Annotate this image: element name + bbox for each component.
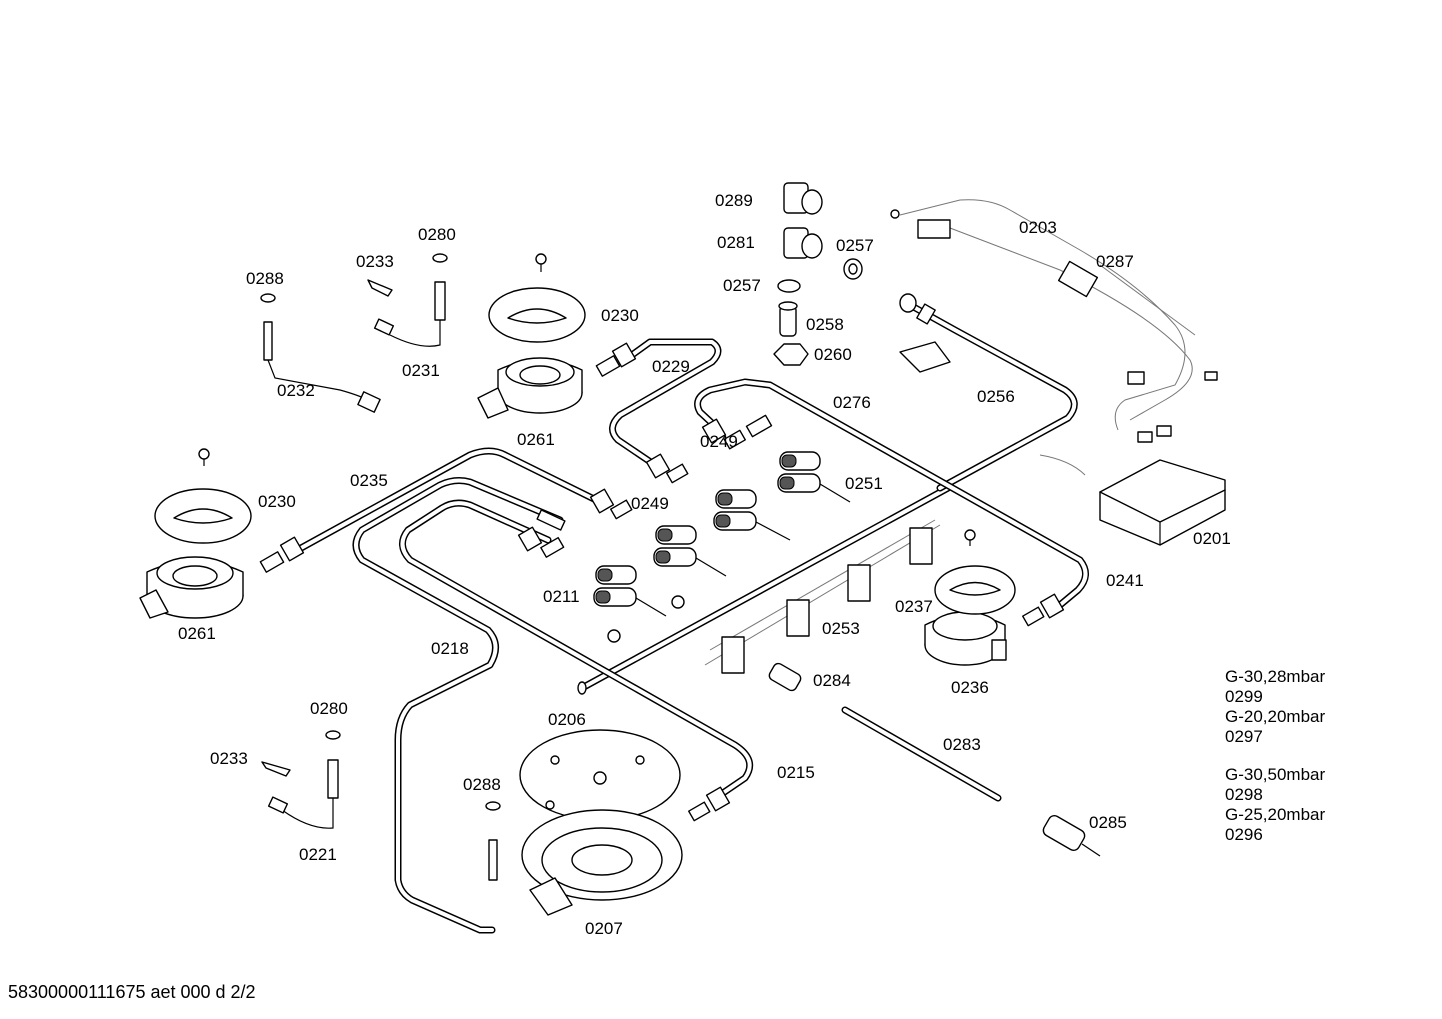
part-label-0260: 0260 [814,345,852,364]
wiring-harness-0203 [890,199,1218,476]
ignition-module-0201 [1099,459,1226,546]
burner-cap-0206 [519,729,681,821]
part-label-0289: 0289 [715,191,753,210]
ignition-electrode-0221 [261,730,341,829]
legend-code-0298: 0298 [1225,785,1263,804]
part-0284 [768,662,802,692]
part-label-0287: 0287 [1096,252,1134,271]
document-footer-id: 58300000111675 aet 000 d 2/2 [8,982,256,1002]
part-label-0284: 0284 [813,671,851,690]
part-label-0276: 0276 [833,393,871,412]
part-label-0257-a: 0257 [836,236,874,255]
part-label-0283: 0283 [943,735,981,754]
inlet-fittings [773,182,863,366]
gas-valve-row [593,451,851,643]
part-label-0230-top: 0230 [601,306,639,325]
gas-pipe-0276-loop [694,378,1089,627]
part-label-0256: 0256 [977,387,1015,406]
part-label-0218: 0218 [431,639,469,658]
part-label-0231: 0231 [402,361,440,380]
part-label-0261-left: 0261 [178,624,216,643]
part-label-0261-top: 0261 [517,430,555,449]
burner-cup-0261-top [477,357,583,419]
part-label-0211: 0211 [543,587,580,606]
burner-cup-0261-left [139,556,244,619]
legend-code-0299: 0299 [1225,687,1263,706]
thermocouple-0232 [260,293,381,413]
part-label-0288-bottom: 0288 [463,775,501,794]
part-label-0257-b: 0257 [723,276,761,295]
rod-0283 [841,706,1002,802]
gas-pipe-0235 [259,447,633,573]
part-label-0229: 0229 [652,357,690,376]
part-label-0221: 0221 [299,845,337,864]
part-label-0201: 0201 [1193,529,1231,548]
burner-cap-0230-left [154,448,252,544]
part-label-0237: 0237 [895,597,933,616]
legend-gas-g30-28: G-30,28mbar [1225,667,1326,686]
legend-code-0296: 0296 [1225,825,1263,844]
part-0285 [1042,814,1101,857]
part-label-0280-top: 0280 [418,225,456,244]
part-label-0281: 0281 [717,233,755,252]
part-label-0236: 0236 [951,678,989,697]
ignition-electrode-0231 [367,253,448,347]
part-label-0203: 0203 [1019,218,1057,237]
gas-pipe-0229 [595,338,722,484]
burner-base-0207 [521,809,683,916]
legend-code-0297: 0297 [1225,727,1263,746]
ignition-switch-row [704,519,941,674]
gas-type-legend: G-30,28mbar 0299 G-20,20mbar 0297 G-30,5… [1225,667,1325,845]
legend-spacer [1225,747,1325,765]
part-label-0251: 0251 [845,474,883,493]
part-label-0253: 0253 [822,619,860,638]
gas-pipe-0256 [899,293,1078,492]
part-label-0288-top: 0288 [246,269,284,288]
legend-gas-g25-20: G-25,20mbar [1225,805,1326,824]
gas-manifold-bar [577,484,952,695]
part-label-0233-top: 0233 [356,252,394,271]
legend-gas-g20-20: G-20,20mbar [1225,707,1326,726]
part-label-0232: 0232 [277,381,315,400]
part-label-0215: 0215 [777,763,815,782]
part-label-0249-a: 0249 [700,432,738,451]
thermocouple-0288-bottom [485,801,501,881]
part-label-0258: 0258 [806,315,844,334]
burner-cup-0236 [924,611,1007,666]
burner-cap-0230-top [488,253,586,343]
part-label-0241: 0241 [1106,571,1144,590]
part-label-0207: 0207 [585,919,623,938]
part-label-0230-left: 0230 [258,492,296,511]
gas-pipe-0218 [352,477,566,934]
part-label-0235: 0235 [350,471,388,490]
part-label-0280-bottom: 0280 [310,699,348,718]
part-label-0249-b: 0249 [631,494,669,513]
gas-pipe-0215 [399,499,754,822]
burner-cap-0236 [934,529,1016,615]
part-label-0206: 0206 [548,710,586,729]
part-label-0285: 0285 [1089,813,1127,832]
legend-gas-g30-50: G-30,50mbar [1225,765,1326,784]
part-label-0233-bottom: 0233 [210,749,248,768]
